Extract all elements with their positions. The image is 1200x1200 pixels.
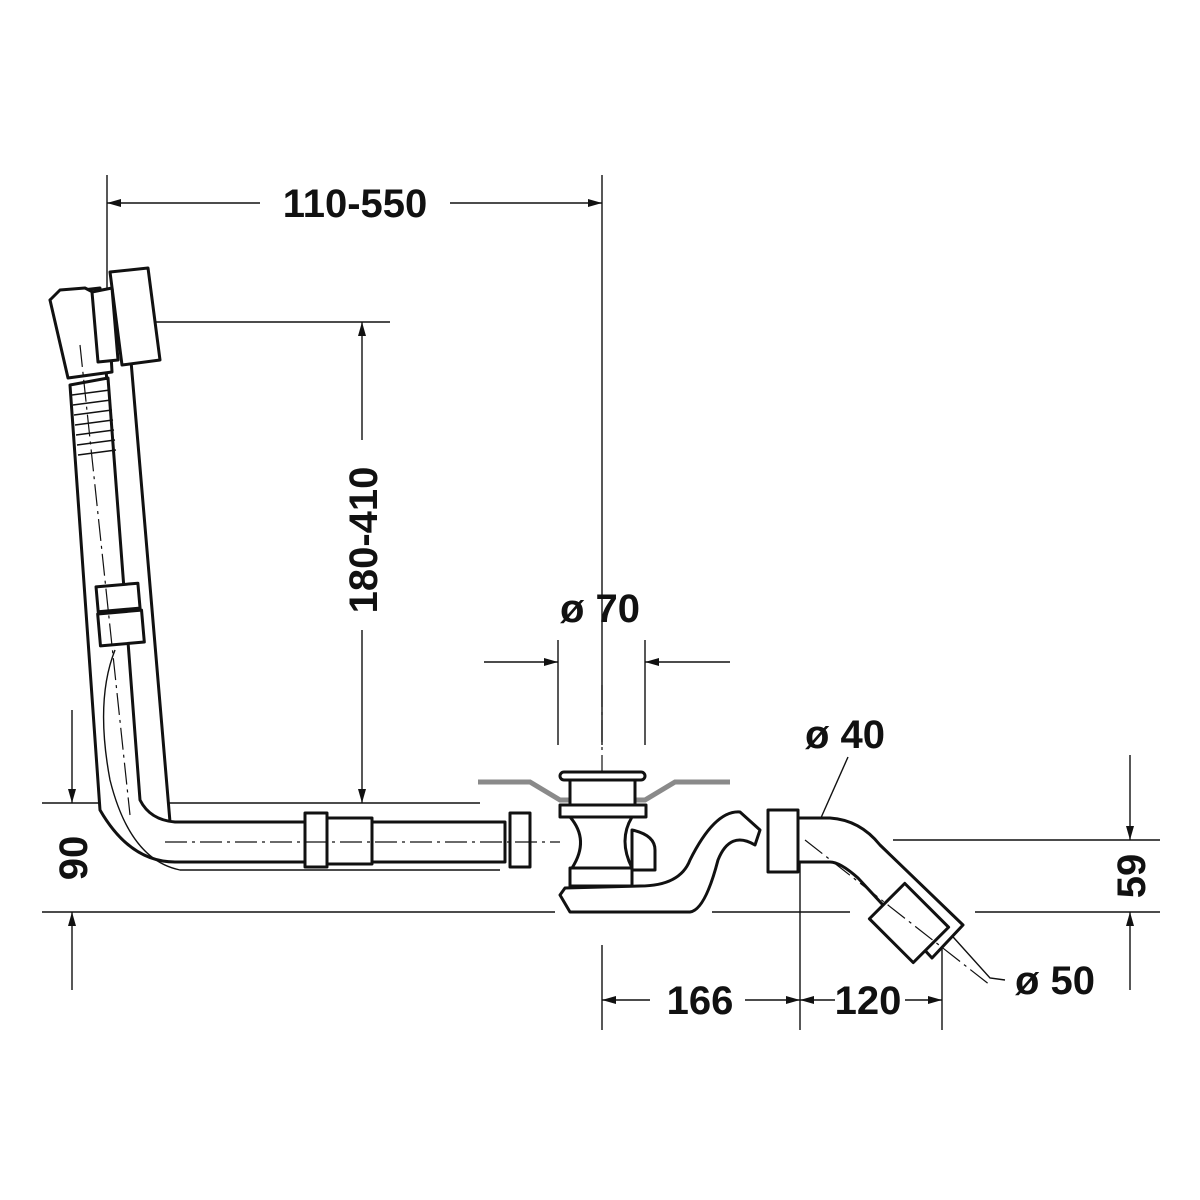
overflow-pipe [48, 266, 560, 871]
dim-dia-40: ø 40 [805, 713, 885, 757]
drain-body [558, 770, 991, 986]
dimension-arrows [68, 199, 1134, 1004]
dim-110-550: 110-550 [283, 182, 428, 226]
dimension-labels: 110-550 180-410 ø 70 ø 40 90 59 166 120 … [52, 182, 1154, 1023]
dim-90: 90 [52, 836, 96, 881]
dim-59: 59 [1110, 854, 1154, 899]
dim-120: 120 [835, 979, 902, 1023]
thread [71, 389, 117, 456]
dim-dia-70: ø 70 [560, 587, 640, 631]
dim-dia-50: ø 50 [1015, 959, 1095, 1003]
dim-166: 166 [667, 979, 734, 1023]
dim-180-410: 180-410 [342, 467, 386, 614]
